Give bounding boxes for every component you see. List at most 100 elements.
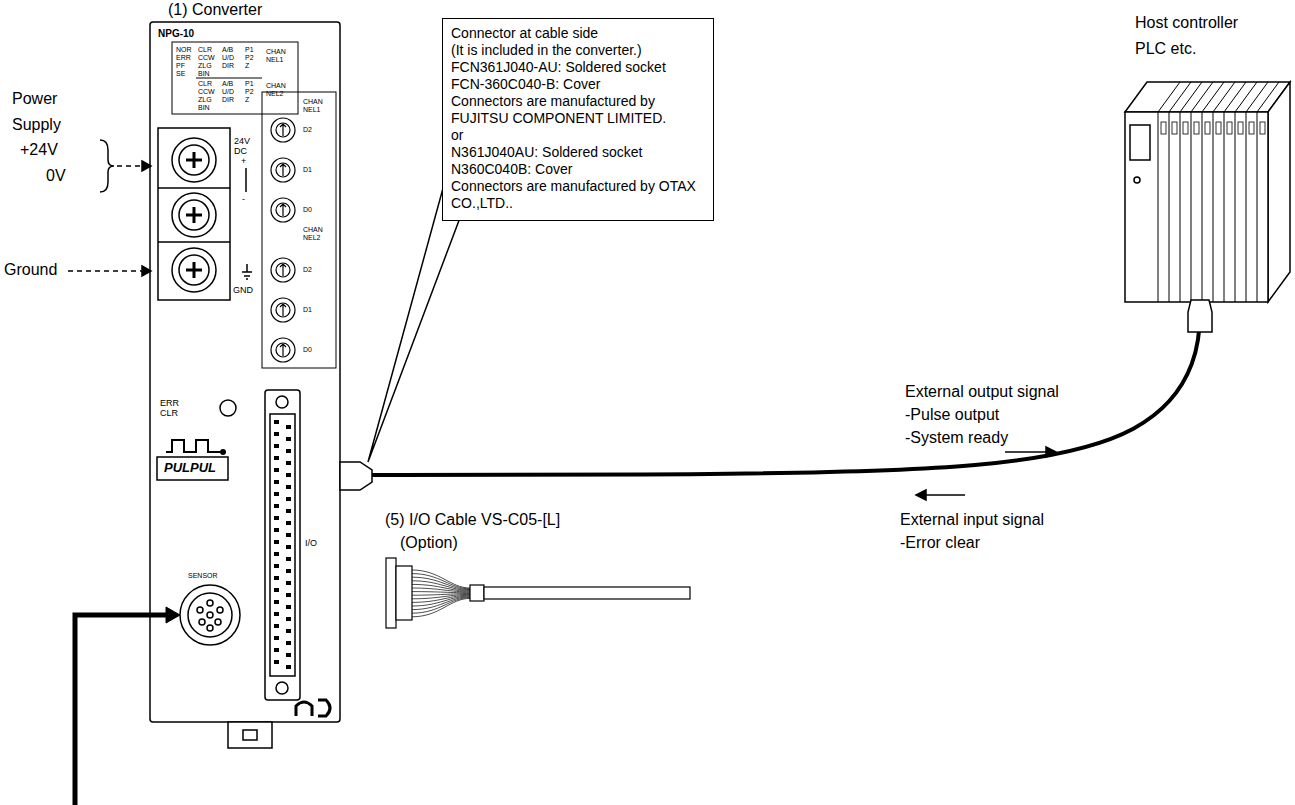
led-name: A/B U/D DIR xyxy=(222,46,234,70)
power-wire xyxy=(142,266,151,276)
io-connector xyxy=(274,576,279,580)
terminal-screw xyxy=(179,255,209,285)
io-connector xyxy=(274,456,279,460)
sensor-connector xyxy=(207,625,213,631)
io-cable-option xyxy=(386,558,690,628)
io-cable-option xyxy=(412,570,470,588)
io-connector xyxy=(274,432,279,436)
rotary-switch xyxy=(280,164,286,176)
terminal-screw xyxy=(172,248,216,292)
io-connector xyxy=(274,444,279,448)
io-cable-option xyxy=(386,558,396,628)
rotary-switch xyxy=(276,203,290,217)
voltage-label: 0V xyxy=(46,166,66,185)
switch-panel xyxy=(262,92,336,368)
rotary-switch xyxy=(280,344,286,356)
callout-text: Connectors are manufactured by OTAX CO.,… xyxy=(451,178,705,212)
callout-box: Connector at cable side(It is included i… xyxy=(442,18,714,221)
io-connector xyxy=(286,485,291,489)
io-connector xyxy=(274,564,279,568)
switch-label: D2 xyxy=(303,266,312,274)
led-name: CLR CCW ZLG BIN xyxy=(198,46,215,78)
terminal-block xyxy=(158,187,230,189)
io-connector xyxy=(274,540,279,544)
switch-label: D0 xyxy=(303,206,312,214)
maker-logo xyxy=(296,702,312,716)
plc-illustration xyxy=(1238,122,1243,134)
terminal-block xyxy=(246,278,248,280)
power-supply-label: Power Supply xyxy=(12,86,61,138)
cable-plug xyxy=(340,300,1212,490)
callout-text: Connector at cable side xyxy=(451,25,705,42)
sensor-connector xyxy=(180,585,240,645)
channel-label: CHAN NEL1 xyxy=(303,98,323,114)
plc-illustration xyxy=(1180,112,1181,302)
plc-illustration xyxy=(1246,112,1247,302)
plc-illustration xyxy=(1224,82,1246,112)
model-name: NPG-10 xyxy=(158,28,194,40)
terminal-label: + xyxy=(241,156,246,166)
pulpul-logo xyxy=(166,440,220,452)
io-connector xyxy=(286,425,291,429)
io-connector xyxy=(274,612,279,616)
pulpul-logo xyxy=(221,450,225,454)
node-heading: Host controller PLC etc. xyxy=(1135,10,1260,62)
io-connector xyxy=(286,653,291,657)
io-connector xyxy=(286,449,291,453)
plc-illustration xyxy=(1246,82,1268,112)
terminal-block xyxy=(244,275,250,277)
terminal-label: 24V DC xyxy=(234,136,250,156)
led-name: P1 P2 Z xyxy=(245,46,254,70)
plc-illustration xyxy=(1161,122,1166,134)
io-connector xyxy=(286,497,291,501)
rotary-switch xyxy=(276,263,290,277)
node-heading: (1) Converter xyxy=(168,1,262,19)
switch-label: D1 xyxy=(303,306,312,314)
io-cable-option xyxy=(412,577,470,589)
led-name: P1 P2 Z xyxy=(245,80,254,104)
callout-text: N360C040B: Cover xyxy=(451,161,705,178)
io-connector xyxy=(276,396,288,408)
sensor-connector xyxy=(207,600,213,606)
host-controller: Host controller PLC etc. xyxy=(1125,80,1290,302)
io-connector xyxy=(274,660,279,664)
io-cable-option xyxy=(412,584,470,591)
io-connector xyxy=(286,473,291,477)
io-connector xyxy=(274,624,279,628)
led-table xyxy=(172,42,298,114)
terminal-block xyxy=(158,128,252,300)
led-name: CLR CCW ZLG BIN xyxy=(198,80,215,112)
rotary-switch xyxy=(280,264,286,276)
rotary-switch xyxy=(276,303,290,317)
power-bracket xyxy=(100,140,114,192)
switch-panel xyxy=(262,92,336,368)
sensor-connector xyxy=(217,607,223,613)
io-cable-option xyxy=(412,588,470,592)
plc-illustration xyxy=(1191,112,1192,302)
power-wire xyxy=(68,270,142,272)
io-connector xyxy=(286,581,291,585)
callout-text: or xyxy=(451,127,705,144)
callout-text: (It is included in the converter.) xyxy=(451,42,705,59)
io-connector xyxy=(274,420,279,424)
io-connector xyxy=(270,414,295,676)
power-wire xyxy=(117,165,142,167)
sensor-connector xyxy=(188,593,232,637)
signal-label: -System ready xyxy=(905,428,1008,447)
pulpul-logo xyxy=(157,457,228,480)
io-connector xyxy=(286,461,291,465)
plc-illustration xyxy=(1213,112,1214,302)
io-connector xyxy=(286,605,291,609)
led-name: NOR ERR PF SE xyxy=(176,46,192,78)
plc-illustration xyxy=(1158,82,1180,112)
cable-plug xyxy=(340,462,372,490)
callout-text: Connectors are manufactured by FUJITSU C… xyxy=(451,93,705,127)
plc-illustration xyxy=(1202,82,1224,112)
pulpul-logo xyxy=(157,440,228,480)
plc-illustration xyxy=(1216,122,1221,134)
led-table xyxy=(172,42,298,114)
io-connector xyxy=(286,641,291,645)
rotary-switch xyxy=(276,343,290,357)
plc-illustration xyxy=(1191,82,1213,112)
io-connector xyxy=(286,617,291,621)
